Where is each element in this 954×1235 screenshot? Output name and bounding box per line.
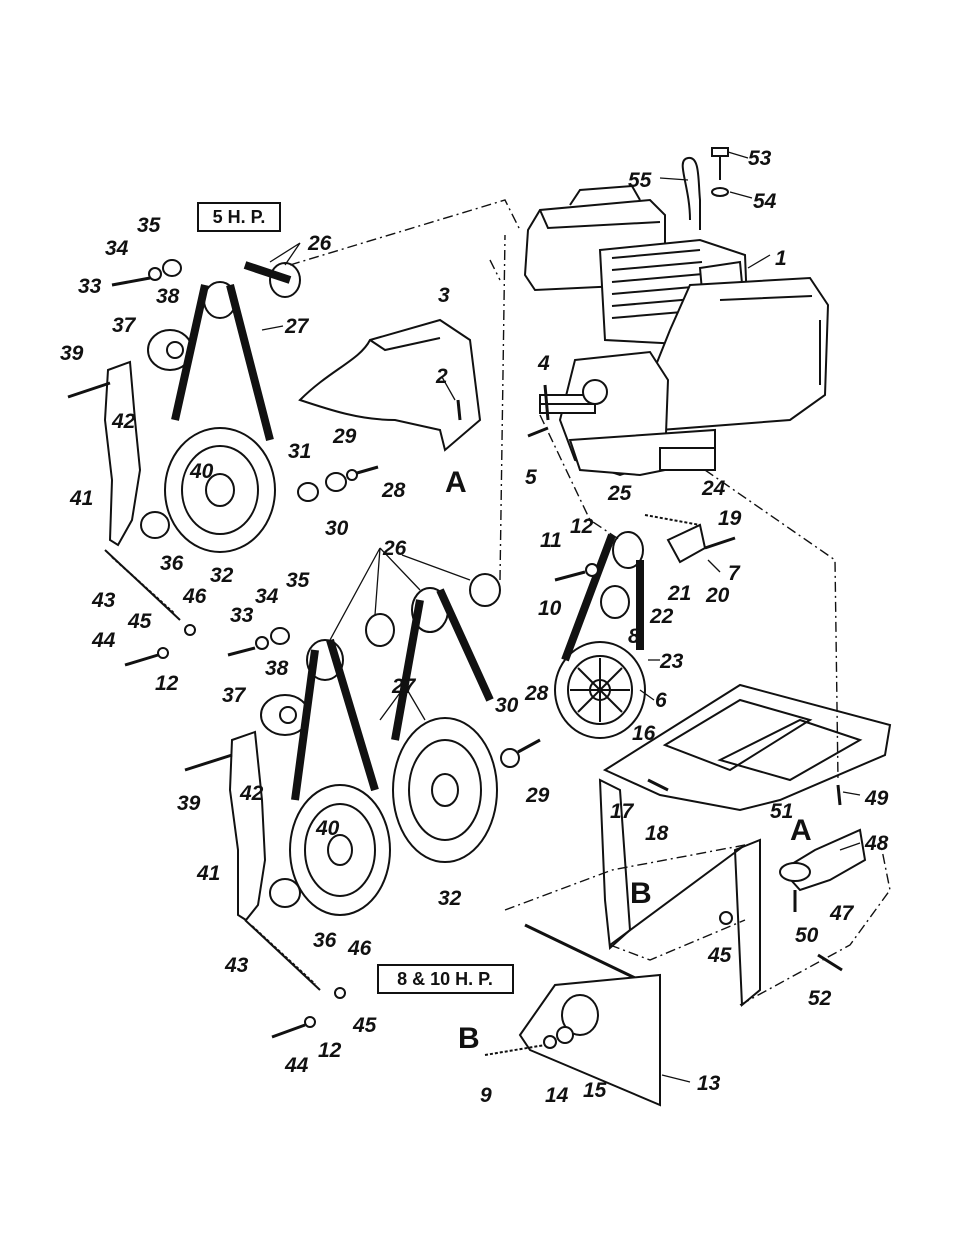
callout-35-b: 35 (286, 569, 310, 592)
callout-51: 51 (770, 800, 793, 823)
callout-8: 8 (628, 625, 640, 648)
callout-19: 19 (718, 507, 742, 530)
callout-22: 22 (649, 605, 674, 628)
callout-53: 53 (748, 147, 772, 170)
callout-28-a: 28 (381, 479, 406, 502)
callout-12-a: 12 (570, 515, 594, 538)
callout-25: 25 (607, 482, 632, 505)
callout-45-b: 45 (352, 1014, 377, 1037)
callout-47: 47 (829, 902, 855, 925)
callout-38-b: 38 (265, 657, 289, 680)
callout-39-a: 39 (60, 342, 84, 365)
callout-35-a: 35 (137, 214, 161, 237)
callout-40-b: 40 (315, 817, 340, 840)
engine (525, 148, 828, 475)
callout-14: 14 (545, 1084, 569, 1107)
callout-32-a: 32 (210, 564, 234, 587)
callout-36-a: 36 (160, 552, 184, 575)
callout-11: 11 (540, 529, 562, 552)
callout-5: 5 (525, 466, 537, 489)
callout-15: 15 (583, 1079, 607, 1102)
callout-20: 20 (705, 584, 730, 607)
callout-33-b: 33 (230, 604, 254, 627)
callout-46-a: 46 (182, 585, 207, 608)
callout-10: 10 (538, 597, 562, 620)
callout-9: 9 (480, 1084, 492, 1107)
reference-letter-a-chute: A (445, 466, 467, 499)
callout-6: 6 (655, 689, 667, 712)
callout-29-a: 29 (332, 425, 357, 448)
reference-letter-b-frame: B (630, 877, 652, 910)
callout-55: 55 (628, 169, 652, 192)
callout-41-a: 41 (69, 487, 93, 510)
callout-41-b: 41 (196, 862, 220, 885)
callout-32-b: 32 (438, 887, 462, 910)
callout-44-a: 44 (91, 629, 116, 652)
callout-49: 49 (864, 787, 889, 810)
callout-50: 50 (795, 924, 819, 947)
callout-37-b: 37 (222, 684, 247, 707)
callout-42-a: 42 (111, 410, 136, 433)
reference-letter-b-plate: B (458, 1022, 480, 1055)
callout-16: 16 (632, 722, 656, 745)
callout-44-b: 44 (284, 1054, 309, 1077)
callout-48: 48 (864, 832, 889, 855)
callout-30-a: 30 (325, 517, 349, 540)
callout-27-a: 27 (284, 315, 310, 338)
callout-26-a: 26 (307, 232, 332, 255)
callout-1: 1 (775, 247, 787, 270)
callout-54: 54 (753, 190, 777, 213)
callout-34-a: 34 (105, 237, 129, 260)
callout-39-b: 39 (177, 792, 201, 815)
callout-26-b: 26 (382, 537, 407, 560)
callout-7: 7 (728, 562, 741, 585)
callout-45-c: 45 (707, 944, 732, 967)
callout-40-a: 40 (189, 460, 214, 483)
callout-37-a: 37 (112, 314, 137, 337)
callout-12-c: 12 (318, 1039, 342, 1062)
hp-5-box: 5 H. P. (198, 203, 280, 231)
callout-30-b: 30 (495, 694, 519, 717)
callout-23: 23 (659, 650, 684, 673)
callout-38-a: 38 (156, 285, 180, 308)
callout-3: 3 (438, 284, 450, 307)
callout-21: 21 (667, 582, 691, 605)
hp-8-10-label: 8 & 10 H. P. (397, 969, 493, 989)
callout-24: 24 (701, 477, 726, 500)
callout-4: 4 (537, 352, 550, 375)
callout-13: 13 (697, 1072, 721, 1095)
hp-8-10-box: 8 & 10 H. P. (378, 965, 513, 993)
callout-29-b: 29 (525, 784, 550, 807)
callout-46-b: 46 (347, 937, 372, 960)
callout-42-b: 42 (239, 782, 264, 805)
callout-31: 31 (288, 440, 311, 463)
callout-43-b: 43 (224, 954, 249, 977)
callout-36-b: 36 (313, 929, 337, 952)
callout-43-a: 43 (91, 589, 116, 612)
callout-18: 18 (645, 822, 669, 845)
callout-17: 17 (610, 800, 635, 823)
hp-5-label: 5 H. P. (213, 207, 266, 227)
callout-33-a: 33 (78, 275, 102, 298)
callout-12-b: 12 (155, 672, 179, 695)
callout-28-b: 28 (524, 682, 549, 705)
callout-34-b: 34 (255, 585, 279, 608)
callout-52: 52 (808, 987, 832, 1010)
callout-45-a: 45 (127, 610, 152, 633)
